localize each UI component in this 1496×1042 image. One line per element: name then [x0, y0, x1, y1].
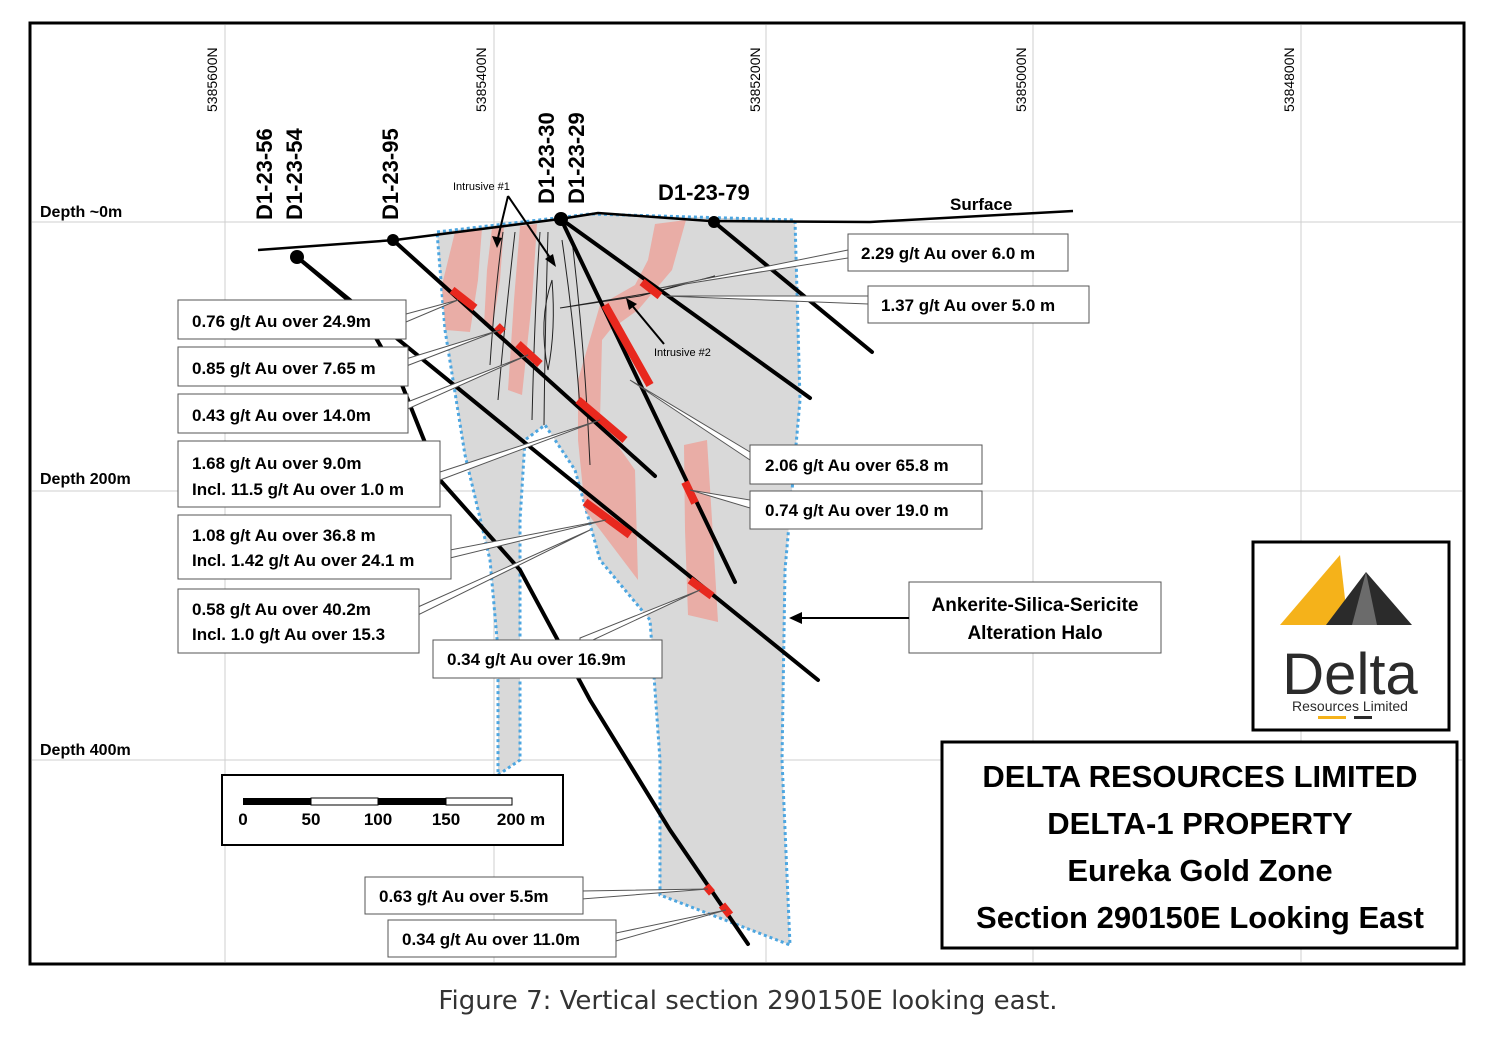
title-line: DELTA-1 PROPERTY [1047, 806, 1353, 841]
halo-label: Alteration Halo [967, 623, 1102, 644]
depth-label: Depth ~0m [40, 204, 122, 221]
logo-tagline: Resources Limited [1292, 698, 1408, 714]
northing-label: 5385200N [747, 47, 763, 112]
depth-labels: Depth ~0m Depth 200m Depth 400m [40, 204, 131, 759]
intercept-label: 0.76 g/t Au over 24.9m [192, 312, 371, 331]
surface-label: Surface [950, 195, 1012, 214]
halo-callout: Ankerite-Silica-Sericite Alteration Halo [789, 581, 1162, 654]
collars [290, 212, 720, 264]
intercept-label: 0.58 g/t Au over 40.2m [192, 600, 371, 619]
intercept-label: Incl. 1.42 g/t Au over 24.1 m [192, 551, 414, 570]
hole-label: D1-23-56 [252, 128, 277, 220]
title-line: Section 290150E Looking East [976, 900, 1424, 935]
intercept-label: Incl. 1.0 g/t Au over 15.3 [192, 625, 385, 644]
collar-d1-23-95 [387, 234, 399, 246]
hole-label: D1-23-95 [378, 128, 403, 220]
hole-label: D1-23-29 [564, 112, 589, 204]
scale-tick: 150 [432, 810, 460, 829]
drill-hole-d1-23-95 [391, 238, 657, 478]
intercept-label: Incl. 11.5 g/t Au over 1.0 m [192, 480, 404, 499]
northing-label: 5385600N [204, 47, 220, 112]
northing-label: 5384800N [1281, 47, 1297, 112]
collar-d1-23-56-54 [290, 250, 304, 264]
title-block: DELTA RESOURCES LIMITED DELTA-1 PROPERTY… [940, 740, 1459, 950]
intercept-label: 0.43 g/t Au over 14.0m [192, 406, 371, 425]
intercept-label: 1.37 g/t Au over 5.0 m [881, 296, 1055, 315]
intercept-callouts: 2.29 g/t Au over 6.0 m 1.37 g/t Au over … [177, 233, 1090, 958]
hole-label: D1-23-30 [534, 112, 559, 204]
collar-d1-23-79 [708, 216, 720, 228]
scale-bar: 0 50 100 150 200 m [221, 774, 564, 846]
intercept-label: 1.08 g/t Au over 36.8 m [192, 526, 376, 545]
drill-hole-d1-23-30 [559, 217, 737, 584]
intercept-label: 0.85 g/t Au over 7.65 m [192, 359, 376, 378]
northing-label: 5385400N [473, 47, 489, 112]
intercept-label: 2.29 g/t Au over 6.0 m [861, 244, 1035, 263]
intercept-label: 1.68 g/t Au over 9.0m [192, 454, 361, 473]
intercept-label: 0.63 g/t Au over 5.5m [379, 887, 548, 906]
figure-caption: Figure 7: Vertical section 290150E looki… [438, 986, 1058, 1016]
northing-labels: 5385600N 5385400N 5385200N 5385000N 5384… [204, 47, 1297, 112]
intrusive-label: Intrusive #1 [453, 181, 510, 193]
title-line: Eureka Gold Zone [1067, 853, 1332, 888]
intercept-label: 0.34 g/t Au over 11.0m [402, 930, 580, 949]
intercept-label: 0.74 g/t Au over 19.0 m [765, 501, 949, 520]
intrusive-annotations: Intrusive #1 Intrusive #2 [453, 181, 711, 359]
delta-logo: Delta Resources Limited [1251, 540, 1451, 732]
depth-label: Depth 200m [40, 471, 131, 488]
hole-label: D1-23-54 [282, 128, 307, 220]
drill-hole-d1-23-79 [712, 220, 874, 354]
drill-hole-d1-23-29 [559, 217, 812, 400]
scale-tick: 0 [238, 810, 247, 829]
hole-labels: D1-23-56 D1-23-54 D1-23-95 D1-23-30 D1-2… [252, 112, 750, 220]
scale-tick: 50 [302, 810, 321, 829]
collar-d1-23-30-29 [554, 212, 568, 226]
northing-label: 5385000N [1013, 47, 1029, 112]
intercept-segments [449, 278, 734, 918]
scale-tick: 100 [364, 810, 392, 829]
title-line: DELTA RESOURCES LIMITED [982, 759, 1417, 794]
halo-label: Ankerite-Silica-Sericite [932, 595, 1139, 616]
intrusive-label: Intrusive #2 [654, 347, 711, 359]
logo-gold-triangle [1280, 555, 1348, 625]
hole-label: D1-23-79 [658, 180, 750, 205]
logo-name: Delta [1282, 642, 1418, 707]
intrusive-zone [484, 226, 504, 330]
alteration-halo [435, 212, 802, 948]
intercept-label: 0.34 g/t Au over 16.9m [447, 650, 626, 669]
scale-tick: 200 m [497, 810, 545, 829]
depth-label: Depth 400m [40, 742, 131, 759]
intercept-label: 2.06 g/t Au over 65.8 m [765, 456, 949, 475]
